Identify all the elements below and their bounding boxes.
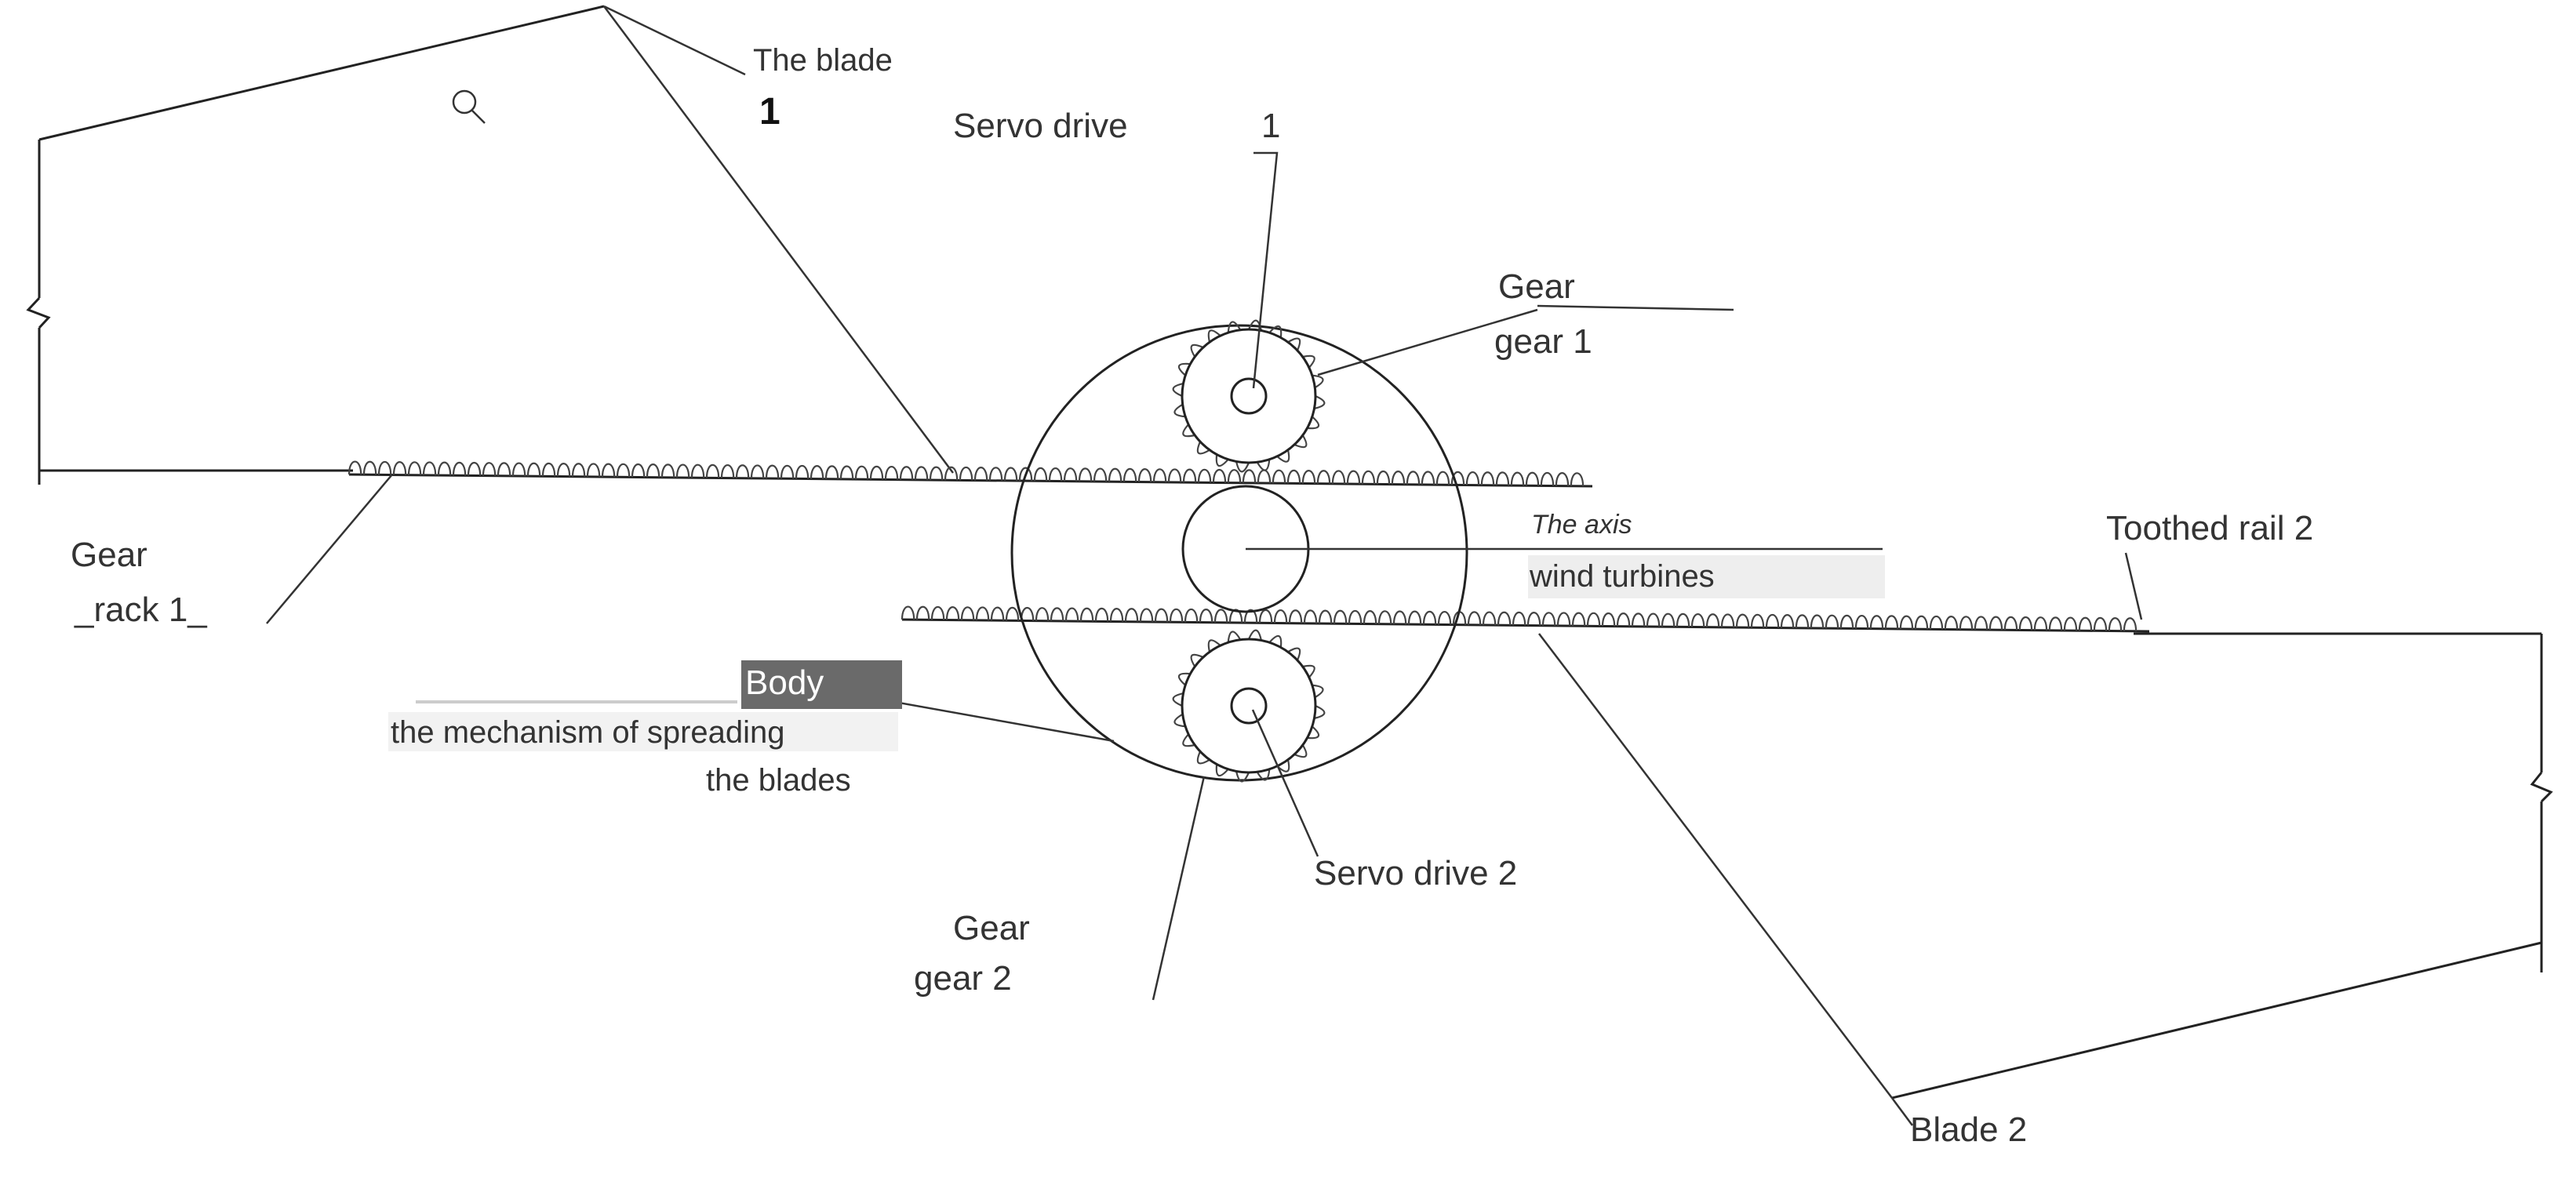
body-label-box [741, 660, 902, 709]
gear-rack-1 [347, 460, 1593, 488]
body-housing [1010, 324, 1468, 782]
blade-1-outline [26, 5, 955, 485]
toothed-rail-2-label: Toothed rail 2 [2106, 509, 2313, 547]
gear-1-label-top: Gear [1498, 267, 1575, 306]
servo-drive-1-shaft [1230, 377, 1268, 415]
blade-2-label: Blade 2 [1910, 1110, 2027, 1149]
gear-1-label-bottom: gear 1 [1494, 322, 1592, 361]
servo-drive-1-number: 1 [1261, 107, 1280, 145]
blade-2-outline [1538, 632, 2553, 1100]
gear-1 [1172, 319, 1326, 473]
gear-2-label-bottom: gear 2 [914, 959, 1012, 998]
axis-label-top: The axis [1531, 510, 1632, 540]
magnifier-icon[interactable] [452, 89, 486, 124]
gear-2-label-top: Gear [953, 909, 1030, 947]
blade-1-title: The blade [753, 43, 893, 78]
body-description-highlight [388, 712, 898, 751]
gear-rack-1-label-bottom: _rack 1_ [74, 591, 207, 629]
axis-label-bottom: wind turbines [1529, 559, 1715, 594]
body-label-title: Body [745, 663, 824, 702]
gear-rack-1-teeth [347, 460, 1585, 486]
toothed-rail-2 [901, 605, 2150, 633]
servo-drive-2-shaft [1230, 687, 1268, 725]
servo-drive-1-label: Servo drive [953, 107, 1128, 145]
gear-2 [1172, 629, 1326, 783]
axis-label-highlight [1528, 555, 1885, 598]
gear-rack-1-label-top: Gear [71, 536, 147, 574]
toothed-rail-2-teeth [901, 605, 2138, 631]
blade-1-number: 1 [759, 91, 780, 133]
body-label-line-2: the blades [706, 763, 851, 798]
servo-drive-2-label: Servo drive 2 [1314, 854, 1517, 892]
leader-lines [266, 5, 2143, 1126]
body-label-line-1: the mechanism of spreading [391, 715, 785, 750]
